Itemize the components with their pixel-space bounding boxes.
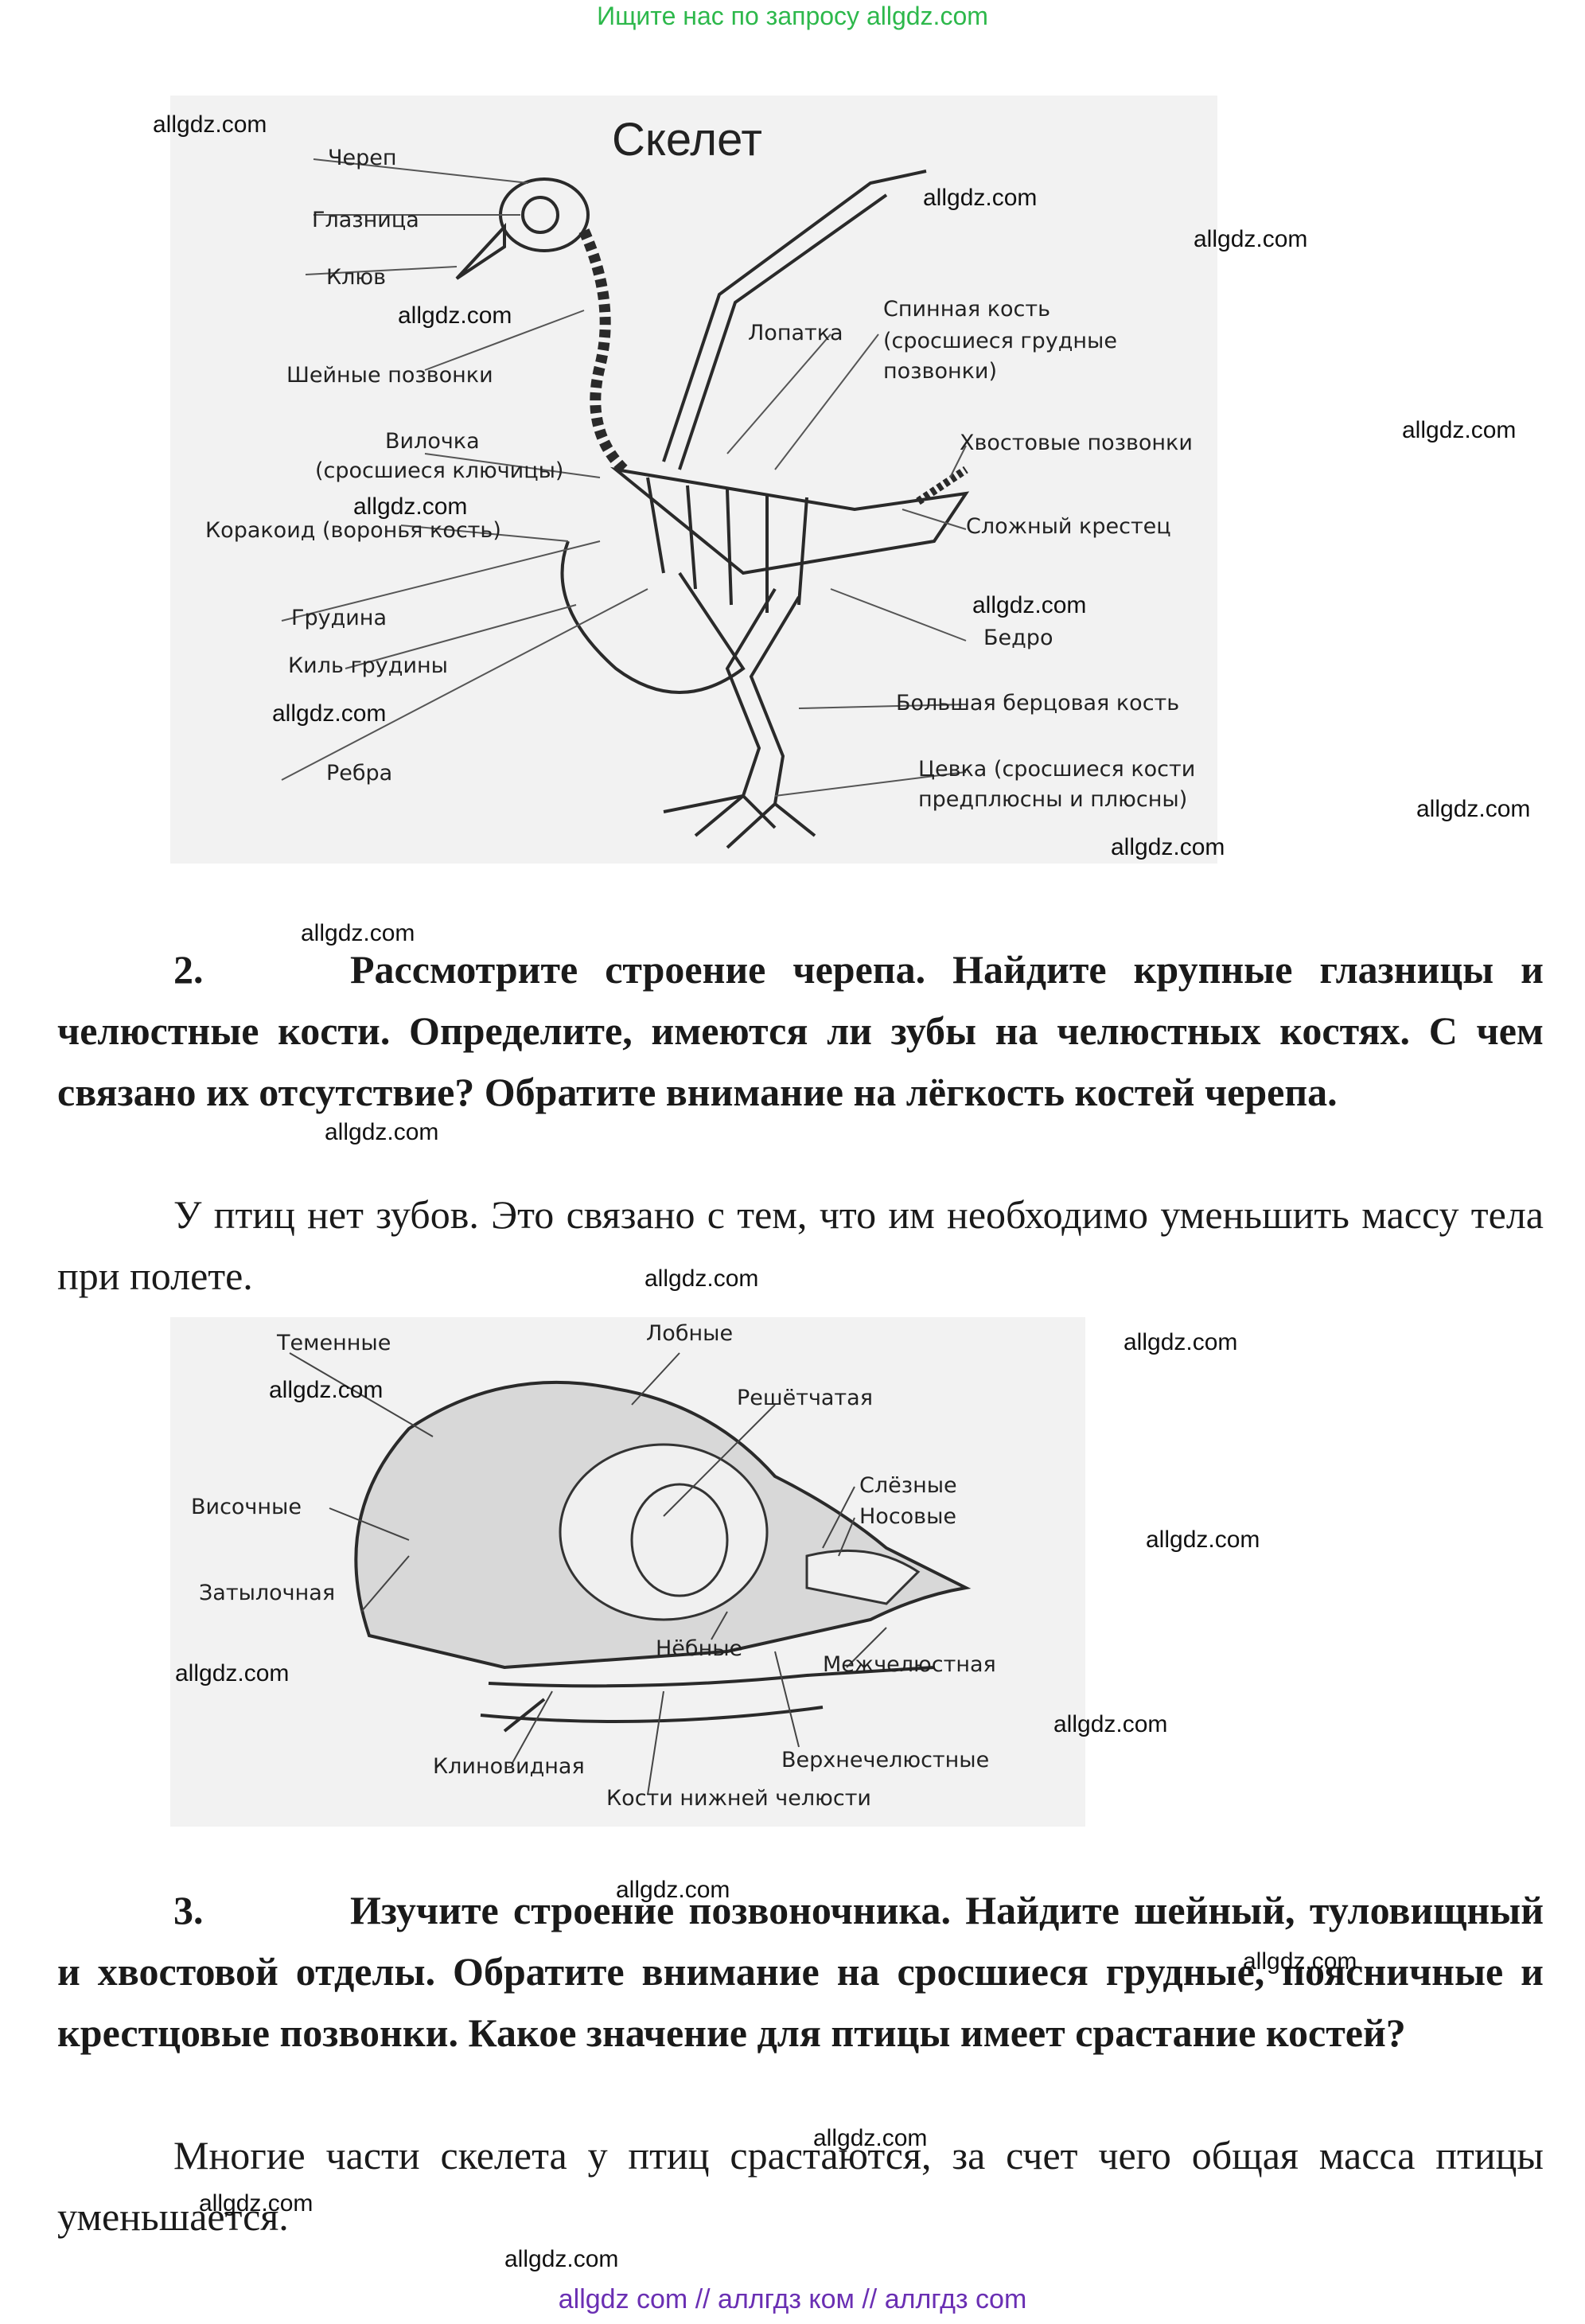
skeleton-label-left: (сросшиеся ключицы) bbox=[315, 458, 563, 485]
question-number: 2. bbox=[57, 939, 350, 1000]
skull-label: Нёбные bbox=[656, 1636, 742, 1663]
skeleton-label-right: позвонки) bbox=[883, 358, 997, 385]
skull-label: Теменные bbox=[277, 1330, 391, 1357]
figure-title: Скелет bbox=[612, 113, 762, 166]
skeleton-label-left: Шейные позвонки bbox=[286, 362, 493, 389]
skeleton-label-left: Коракоид (воронья кость) bbox=[205, 517, 501, 544]
watermark: allgdz.com bbox=[813, 2125, 927, 2152]
skeleton-label-left: Череп bbox=[328, 145, 397, 172]
watermark: allgdz.com bbox=[504, 2246, 618, 2273]
watermark: allgdz.com bbox=[175, 1660, 289, 1687]
skeleton-label-left: Киль грудины bbox=[288, 653, 448, 680]
skeleton-label-left: Ребра bbox=[326, 760, 392, 787]
top-banner[interactable]: Ищите нас по запросу allgdz.com bbox=[0, 2, 1585, 31]
skull-label: Кости нижней челюсти bbox=[606, 1785, 871, 1812]
answer-3: Многие части скелета у птиц срастаются, … bbox=[57, 2125, 1544, 2248]
skeleton-label-right: Большая берцовая кость bbox=[896, 690, 1179, 717]
watermark: allgdz.com bbox=[325, 1119, 438, 1146]
watermark: allgdz.com bbox=[1402, 417, 1516, 444]
watermark: allgdz.com bbox=[398, 302, 512, 329]
skeleton-label-left: Клюв bbox=[326, 264, 386, 291]
skull-label: Затылочная bbox=[199, 1580, 335, 1607]
skull-label: Клиновидная bbox=[433, 1753, 585, 1780]
answer-text: Многие части скелета у птиц срастаются, … bbox=[57, 2133, 1544, 2239]
skeleton-label-right: Цевка (сросшиеся кости bbox=[918, 756, 1195, 783]
skeleton-label-right: Хвостовые позвонки bbox=[960, 430, 1193, 457]
watermark: allgdz.com bbox=[645, 1265, 758, 1293]
watermark: allgdz.com bbox=[923, 185, 1037, 212]
skull-label: Носовые bbox=[859, 1503, 956, 1530]
skull-label: Височные bbox=[191, 1494, 302, 1521]
watermark: allgdz.com bbox=[153, 111, 267, 138]
watermark: allgdz.com bbox=[1416, 796, 1530, 823]
skeleton-label-left: Грудина bbox=[291, 605, 387, 632]
skeleton-label-right: Сложный крестец bbox=[966, 513, 1171, 540]
skeleton-label-left: Вилочка bbox=[385, 428, 480, 455]
watermark: allgdz.com bbox=[353, 493, 467, 521]
skull-label: Межчелюстная bbox=[823, 1651, 996, 1679]
watermark: allgdz.com bbox=[616, 1877, 730, 1904]
watermark: allgdz.com bbox=[1146, 1527, 1260, 1554]
watermark: allgdz.com bbox=[1111, 834, 1225, 861]
footer-links[interactable]: allgdz com // аллгдз ком // аллгдз com bbox=[0, 2284, 1585, 2315]
watermark: allgdz.com bbox=[269, 1377, 383, 1404]
answer-2: У птиц нет зубов. Это связано с тем, что… bbox=[57, 1184, 1544, 1307]
question-2: 2.Рассмотрите строение черепа. Найдите к… bbox=[57, 939, 1544, 1123]
skeleton-label-right: Спинная кость bbox=[883, 296, 1050, 323]
skull-label: Слёзные bbox=[859, 1472, 957, 1499]
skeleton-label-right: предплюсны и плюсны) bbox=[918, 786, 1187, 813]
skull-label: Решётчатая bbox=[737, 1385, 873, 1412]
skeleton-label-left: Глазница bbox=[312, 207, 419, 234]
watermark: allgdz.com bbox=[272, 700, 386, 727]
skull-label: Верхнечелюстные bbox=[781, 1747, 989, 1774]
skeleton-figure: Скелет Череп Глазница Клюв Шейные позвон… bbox=[170, 96, 1217, 864]
watermark: allgdz.com bbox=[301, 920, 415, 947]
skeleton-label-right: Лопатка bbox=[748, 320, 843, 347]
watermark: allgdz.com bbox=[1053, 1711, 1167, 1738]
question-number: 3. bbox=[57, 1880, 350, 1941]
watermark: allgdz.com bbox=[972, 592, 1086, 619]
answer-text: У птиц нет зубов. Это связано с тем, что… bbox=[57, 1192, 1544, 1298]
skeleton-label-right: Бедро bbox=[983, 625, 1053, 652]
skeleton-label-right: (сросшиеся грудные bbox=[883, 328, 1117, 355]
watermark: allgdz.com bbox=[1124, 1329, 1237, 1356]
watermark: allgdz.com bbox=[199, 2190, 313, 2217]
skull-label: Лобные bbox=[646, 1320, 733, 1347]
watermark: allgdz.com bbox=[1243, 1948, 1357, 1975]
watermark: allgdz.com bbox=[1194, 226, 1307, 253]
